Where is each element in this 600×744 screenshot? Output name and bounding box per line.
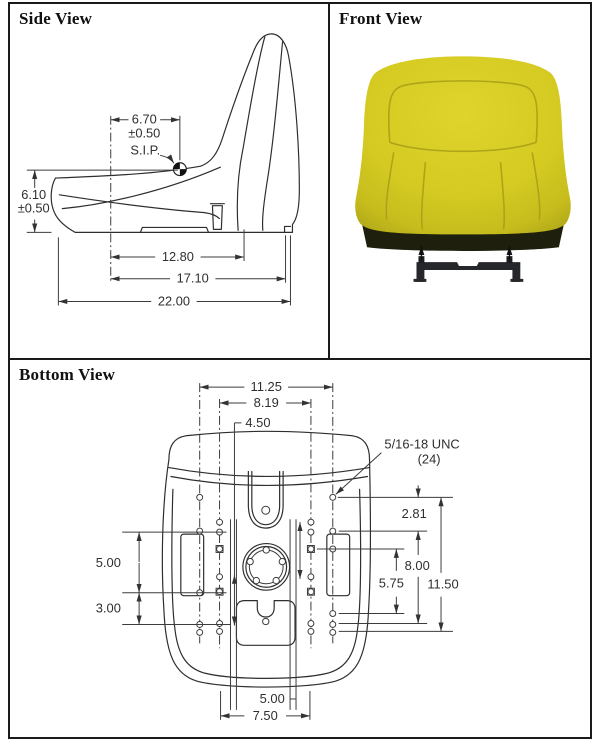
dim-text-3-00: 3.00 <box>96 601 121 616</box>
inner-right-holes <box>306 518 315 635</box>
bottom-tab <box>235 600 296 646</box>
thread-callout-line2: (24) <box>418 452 441 467</box>
right-cushion-seam <box>499 162 506 230</box>
mounting-holes <box>196 493 337 636</box>
right-recess <box>326 533 351 597</box>
dim-overall-pattern-length: 11.50 <box>427 497 459 632</box>
dim-text-7-50: 7.50 <box>253 708 278 723</box>
dim-text-22-00: 22.00 <box>158 293 190 308</box>
cross-seam <box>389 141 537 153</box>
front-view-drawing <box>355 56 571 282</box>
pan-band-line-2 <box>170 475 369 486</box>
front-view-panel: Front View <box>330 2 592 360</box>
dim-seat-height: 6.10 ±0.50 <box>18 170 50 233</box>
dim-overall-depth: 22.00 <box>58 293 291 308</box>
seat-side-profile <box>50 33 300 233</box>
dim-front-row-offset: 2.81 <box>402 485 427 521</box>
outer-right-holes <box>329 493 337 636</box>
top-slot <box>247 470 284 529</box>
left-side-seam <box>385 152 395 220</box>
seat-pan-outline <box>161 430 372 688</box>
backrest-edge-line <box>261 41 284 231</box>
center-opening <box>242 542 291 591</box>
cushion-seam-lower <box>58 194 220 220</box>
left-recess <box>180 533 205 597</box>
side-view-panel: Side View <box>8 2 330 360</box>
base-corner-notch <box>283 225 292 233</box>
backrest-seam-line <box>236 36 266 231</box>
pan-band-line-1 <box>168 466 371 478</box>
dim-text-5-00-left: 5.00 <box>96 555 121 570</box>
dim-sip-setback: 6.70 ±0.50 <box>110 112 180 141</box>
dim-text-6-10: 6.10 <box>21 187 46 202</box>
thread-callout-line1: 5/16-18 UNC <box>384 437 459 452</box>
right-side-seam <box>531 152 541 220</box>
bottom-view-panel: Bottom View <box>8 360 592 739</box>
dim-text-5-75: 5.75 <box>379 576 404 591</box>
dim-bottom-slot-spacing: 5.00 <box>260 691 297 706</box>
side-view-title: Side View <box>19 9 93 28</box>
dim-left-upper-span: 5.00 <box>96 532 142 593</box>
dim-slot-row-span: 5.75 <box>379 548 404 614</box>
dim-text-17-10: 17.10 <box>177 271 209 286</box>
dim-track-length: 12.80 <box>110 249 245 264</box>
front-view-title: Front View <box>339 9 423 28</box>
dim-text-11-25: 11.25 <box>251 379 282 394</box>
sip-label: S.I.P. <box>130 142 160 157</box>
dim-text-11-50: 11.50 <box>427 577 458 592</box>
backrest-seam <box>387 80 538 143</box>
dim-text-8-19: 8.19 <box>254 395 279 410</box>
pan-inner-rim <box>171 488 362 679</box>
sip-symbol <box>172 162 187 177</box>
dim-slot-spacing-top: 4.50 <box>231 415 271 626</box>
dim-text-6-70-tol: ±0.50 <box>128 126 160 141</box>
left-cushion-seam <box>420 162 427 230</box>
mounting-bracket <box>413 246 524 282</box>
dim-text-6-70: 6.70 <box>132 112 157 127</box>
outer-left-holes <box>196 493 204 636</box>
adjust-lever <box>209 203 225 230</box>
dim-text-2-81: 2.81 <box>402 506 427 521</box>
dim-bottom-pattern-width: 7.50 <box>220 708 310 723</box>
dim-text-12-80: 12.80 <box>162 249 194 264</box>
side-view-drawing: 6.70 ±0.50 S.I.P. 6.10 ±0.50 12.80 <box>18 33 300 308</box>
dim-left-lower-span: 3.00 <box>96 592 142 625</box>
dim-text-6-10-tol: ±0.50 <box>18 201 50 216</box>
base-notch <box>139 226 210 233</box>
cushion-seam-upper <box>61 166 221 210</box>
bottom-view-drawing: 11.25 8.19 4.50 <box>96 379 460 723</box>
dim-mid-span: 8.00 <box>405 531 430 624</box>
dim-text-5-00-bottom: 5.00 <box>260 691 285 706</box>
thread-callout: 5/16-18 UNC (24) <box>335 437 460 495</box>
seat-front <box>355 56 571 235</box>
dim-outer-pattern-width: 11.25 <box>199 379 333 394</box>
sip-callout: S.I.P. <box>130 142 175 164</box>
dim-base-length: 17.10 <box>110 271 286 286</box>
dim-text-4-50: 4.50 <box>245 415 270 430</box>
dim-inner-pattern-width: 8.19 <box>219 395 311 410</box>
dim-text-8-00: 8.00 <box>405 558 430 573</box>
bottom-view-title: Bottom View <box>19 365 116 384</box>
